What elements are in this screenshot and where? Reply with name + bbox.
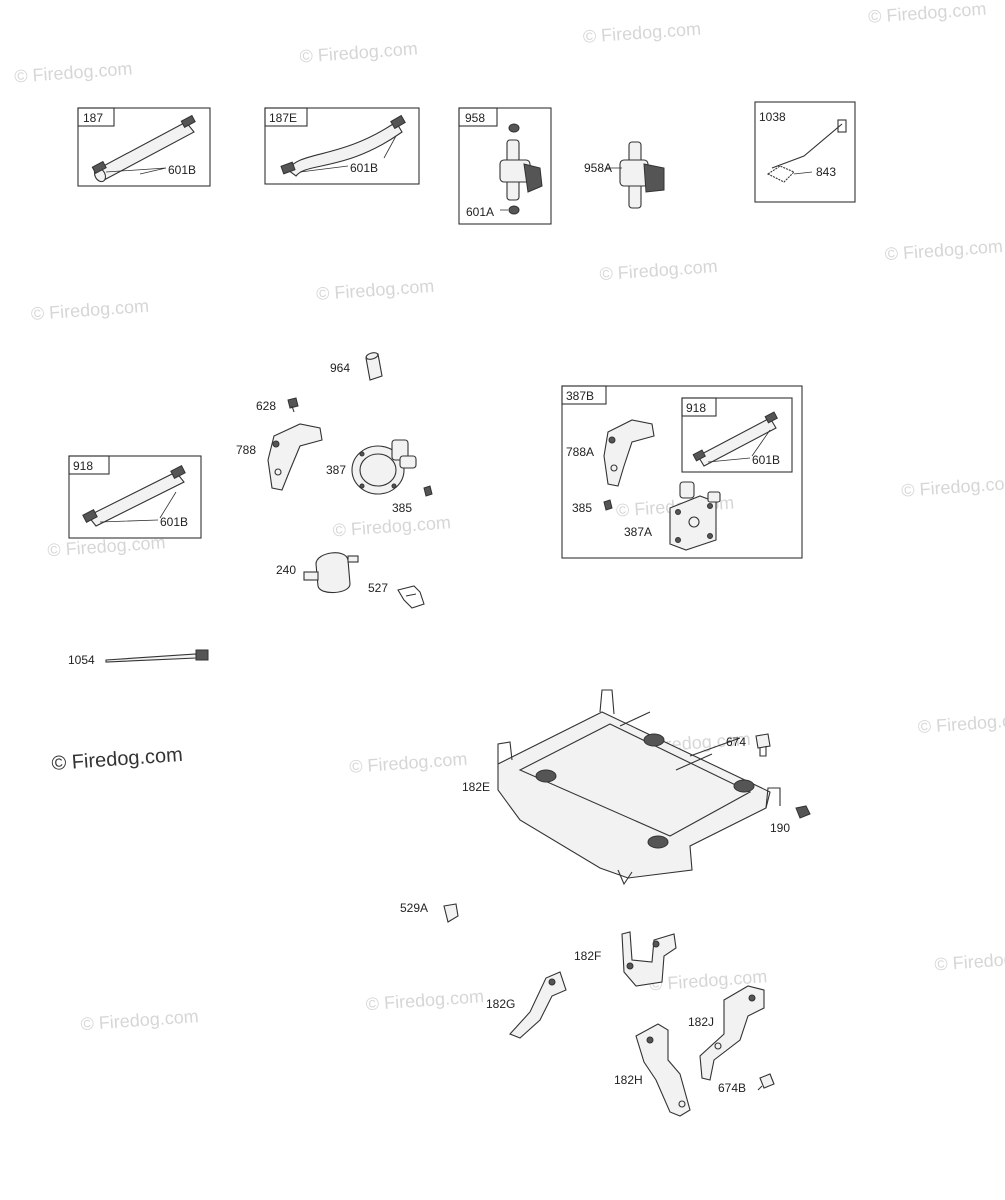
box-958: 958 601A	[458, 107, 552, 225]
callout-182F: 182F	[574, 949, 601, 963]
callout-964: 964	[330, 361, 350, 375]
callout-385: 385	[392, 501, 412, 515]
watermark: © Firedog.com	[80, 1006, 199, 1034]
callout-628: 628	[256, 399, 276, 413]
screw-628: 628	[256, 397, 299, 413]
watermark: © Firedog.com	[316, 276, 435, 304]
callout-190: 190	[770, 821, 790, 835]
box-label-187E: 187E	[269, 111, 297, 125]
callout-529A: 529A	[400, 901, 428, 915]
callout-387A: 387A	[624, 525, 652, 539]
watermark: © Firedog.com	[349, 749, 468, 777]
fuel-line-918	[82, 465, 186, 527]
callout-387: 387	[326, 463, 346, 477]
callout-788A: 788A	[566, 445, 594, 459]
watermark: © Firedog.com	[901, 473, 1005, 501]
cable-tie-1054: 1054	[68, 649, 209, 667]
callout-601B: 601B	[752, 453, 780, 467]
fuel-line-187	[91, 114, 196, 183]
grommet-529A: 529A	[400, 901, 459, 923]
fuel-pump-387: 387	[326, 439, 417, 495]
watermark-main: © Firedog.com	[51, 744, 184, 775]
hose-piece-964: 964	[330, 352, 383, 381]
box-label-958: 958	[465, 111, 485, 125]
bracket-182J: 182J	[688, 985, 765, 1081]
bolt-190: 190	[770, 805, 811, 835]
callout-601A: 601A	[466, 205, 494, 219]
watermark: © Firedog.com	[884, 236, 1003, 264]
watermark: © Firedog.com	[599, 256, 718, 284]
watermark: © Firedog.com	[332, 512, 451, 540]
fuel-filter-240: 240	[276, 552, 359, 594]
watermark: © Firedog.com	[14, 58, 133, 86]
callout-601B: 601B	[168, 163, 196, 177]
watermark: © Firedog.com	[299, 38, 418, 66]
callout-674B: 674B	[718, 1081, 746, 1095]
box-187E: 187E 601B	[264, 107, 420, 185]
fuel-shutoff-valve-958A: 958A	[584, 141, 665, 209]
callout-601B: 601B	[350, 161, 378, 175]
callout-182J: 182J	[688, 1015, 714, 1029]
clip-527: 527	[368, 581, 425, 609]
fuel-filter-screen-1038	[766, 119, 847, 183]
callout-1054: 1054	[68, 653, 95, 667]
mounting-frame-182E: 182E	[462, 689, 781, 886]
fuel-line-918-inner	[692, 411, 778, 467]
watermark: © Firedog.com	[365, 986, 484, 1014]
callout-674: 674	[726, 735, 746, 749]
box-387B: 387B 788A 918 601B 385	[561, 385, 803, 559]
watermark: © Firedog.com	[47, 532, 166, 560]
box-187: 187 601B	[77, 107, 211, 187]
screw-385-b	[603, 499, 613, 511]
callout-788: 788	[236, 443, 256, 457]
callout-601B: 601B	[160, 515, 188, 529]
screw-385: 385	[392, 485, 433, 515]
bracket-182G: 182G	[486, 971, 567, 1039]
bolt-674B: 674B	[718, 1073, 775, 1095]
callout-182G: 182G	[486, 997, 515, 1011]
box-label-187: 187	[83, 111, 103, 125]
callout-240: 240	[276, 563, 296, 577]
callout-182E: 182E	[462, 780, 490, 794]
bracket-788A	[603, 419, 655, 487]
box-label-387B: 387B	[566, 389, 594, 403]
fuel-pump-387A	[669, 481, 721, 551]
watermark: © Firedog.com	[30, 296, 149, 324]
box-918-left: 918 601B	[68, 455, 202, 539]
box-label-1038: 1038	[759, 110, 786, 124]
bracket-788: 788	[236, 423, 323, 491]
callout-182H: 182H	[614, 1073, 643, 1087]
watermark: © Firedog.com	[934, 946, 1005, 974]
callout-527: 527	[368, 581, 388, 595]
fuel-line-187E	[280, 114, 406, 177]
bolt-674: 674	[726, 733, 771, 757]
watermark: © Firedog.com	[917, 709, 1005, 737]
box-label-918: 918	[73, 459, 93, 473]
callout-843: 843	[816, 165, 836, 179]
bracket-182F: 182F	[574, 931, 677, 987]
callout-958A: 958A	[584, 161, 612, 175]
watermark: © Firedog.com	[868, 0, 987, 27]
bracket-182H: 182H	[614, 1023, 691, 1117]
fuel-shutoff-valve-958	[499, 123, 543, 215]
box-1038: 1038 843	[754, 101, 856, 203]
watermark: © Firedog.com	[582, 19, 701, 47]
box-label-918-inner: 918	[686, 401, 706, 415]
callout-385: 385	[572, 501, 592, 515]
